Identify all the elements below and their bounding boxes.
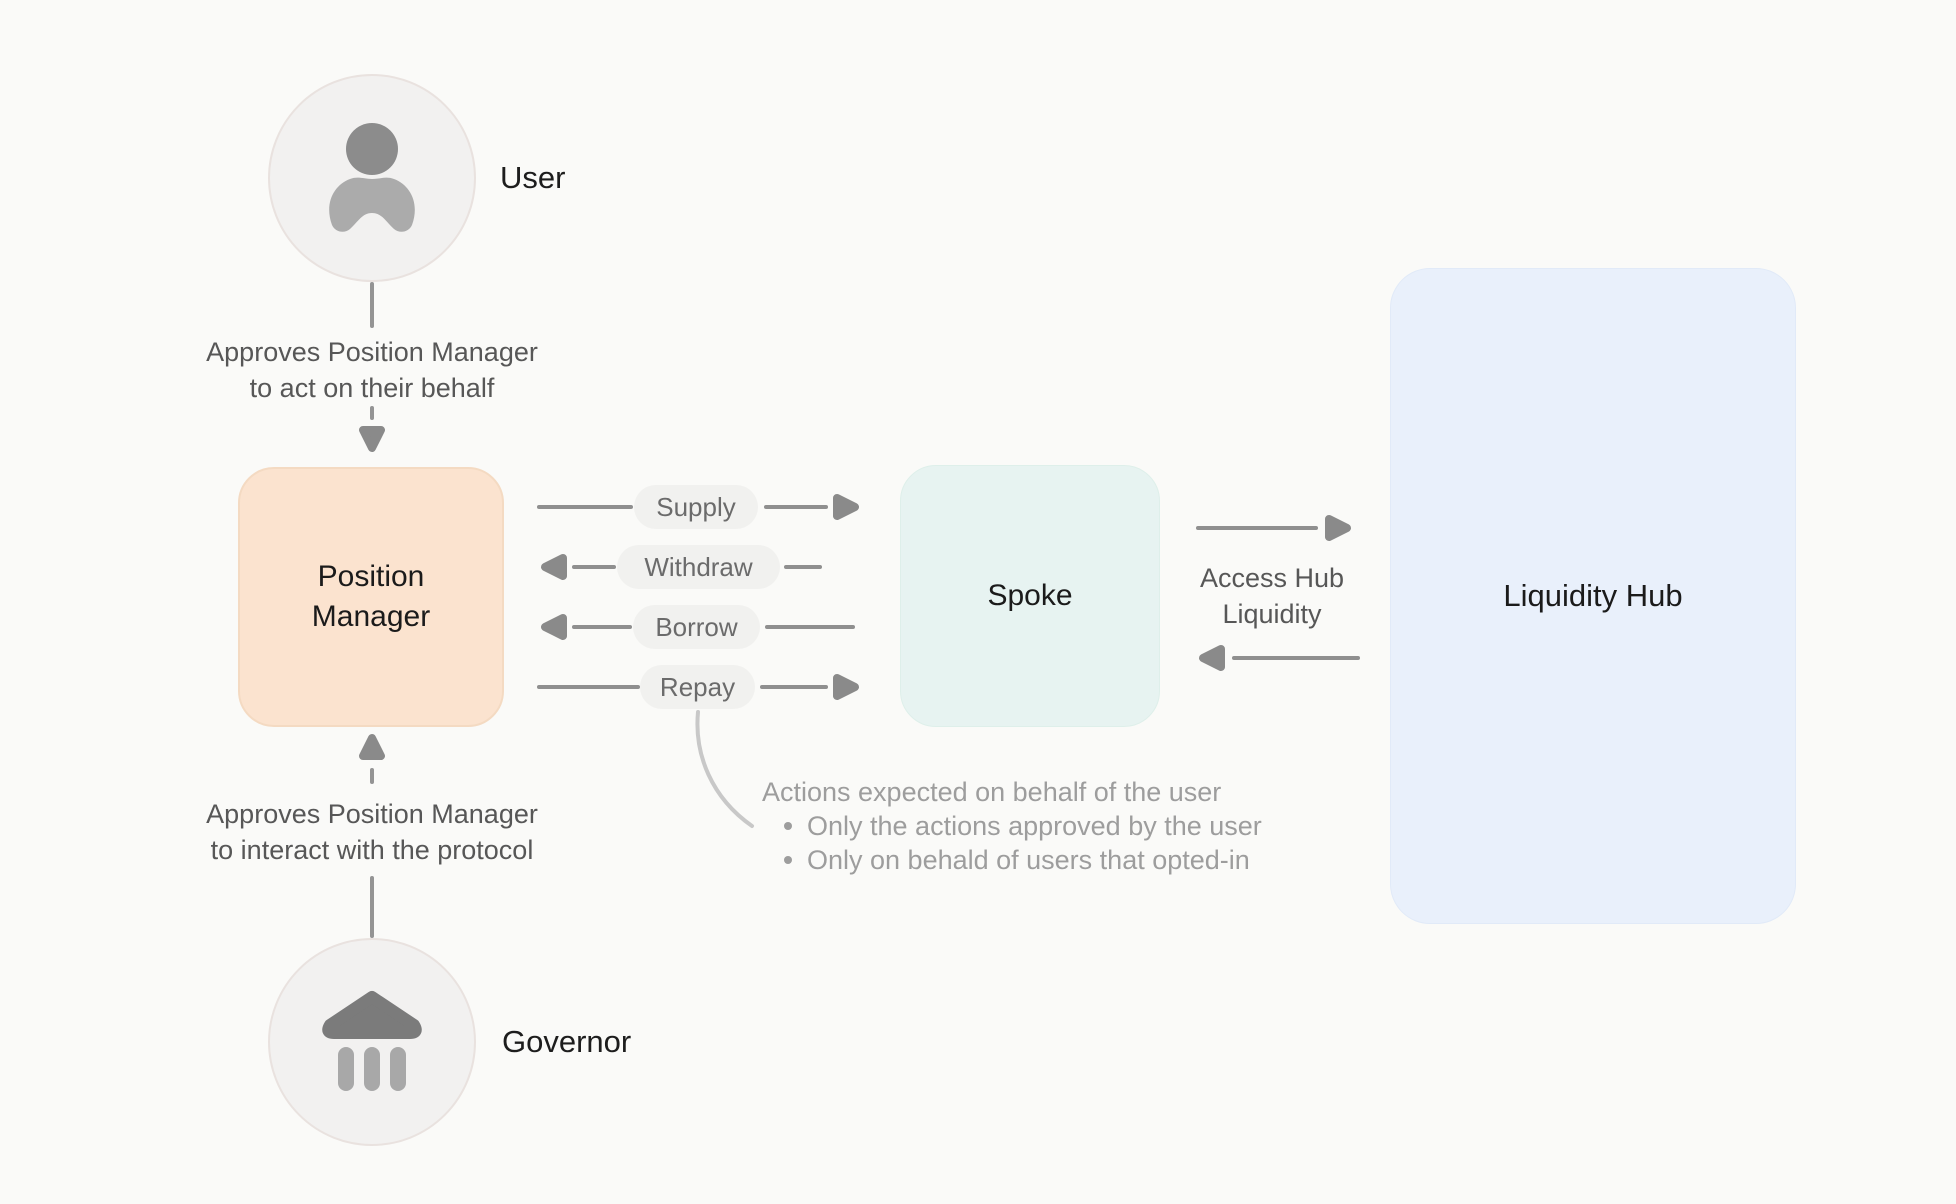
bullet-dot <box>784 822 792 830</box>
position-manager-label-line2: Manager <box>311 600 431 633</box>
arrowhead-left-icon <box>1196 641 1230 675</box>
governor-approval-dash <box>370 768 374 784</box>
annotation-title: Actions expected on behalf of the user <box>762 777 1222 807</box>
annotation-bullet: Only the actions approved by the user <box>784 809 1262 843</box>
action-pill-withdraw: Withdraw <box>617 545 780 589</box>
annotation-bullet-text: Only the actions approved by the user <box>807 810 1262 841</box>
arrowhead-right-icon <box>828 670 862 704</box>
user-node <box>268 74 476 282</box>
repay-label: Repay <box>659 671 736 702</box>
arrowhead-right-icon <box>1320 511 1354 545</box>
bullet-dot <box>784 856 792 864</box>
arrowhead-right-icon <box>828 490 862 524</box>
person-icon <box>320 119 424 237</box>
repay-line-left <box>537 685 640 689</box>
withdraw-label: Withdraw <box>644 551 753 582</box>
annotation-curve <box>695 710 754 828</box>
hub-access-line-left <box>1232 656 1360 660</box>
borrow-line-left <box>572 625 632 629</box>
user-approval-text-line2: to act on their behalf <box>249 373 495 403</box>
repay-line-right <box>760 685 828 689</box>
liquidity-hub-node: Liquidity Hub <box>1390 268 1796 924</box>
bank-icon <box>317 989 427 1095</box>
annotation-bullet-text: Only on behald of users that opted-in <box>807 844 1250 875</box>
arrowhead-down-icon <box>355 421 389 455</box>
arrowhead-left-icon <box>538 610 572 644</box>
borrow-line-right <box>765 625 855 629</box>
governor-label: Governor <box>502 1024 632 1059</box>
user-approval-line <box>370 282 374 328</box>
position-manager-label-line1: Position <box>317 560 425 593</box>
governor-approval-text-line2: to interact with the protocol <box>210 835 534 865</box>
annotation-bullet: Only on behald of users that opted-in <box>784 843 1262 877</box>
spoke-label: Spoke <box>987 579 1073 612</box>
position-manager-node: Position Manager <box>238 467 504 727</box>
supply-label: Supply <box>656 491 736 522</box>
liquidity-hub-label: Liquidity Hub <box>1503 578 1683 613</box>
supply-line-left <box>537 505 633 509</box>
arrowhead-up-icon <box>355 731 389 765</box>
action-pill-borrow: Borrow <box>633 605 760 649</box>
hub-access-text: Access Hub Liquidity <box>1160 560 1384 632</box>
user-approval-text: Approves Position Manager to act on thei… <box>152 334 592 406</box>
withdraw-line-right <box>784 565 822 569</box>
withdraw-line-left <box>572 565 616 569</box>
hub-access-text-line2: Liquidity <box>1222 599 1322 629</box>
hub-access-line-right <box>1196 526 1318 530</box>
governor-approval-text: Approves Position Manager to interact wi… <box>132 796 612 868</box>
action-pill-supply: Supply <box>634 485 758 529</box>
supply-line-right <box>764 505 828 509</box>
user-label: User <box>500 160 566 195</box>
spoke-node: Spoke <box>900 465 1160 727</box>
action-pill-repay: Repay <box>640 665 755 709</box>
hub-access-text-line1: Access Hub <box>1199 563 1345 593</box>
borrow-label: Borrow <box>655 611 738 642</box>
annotation-bullets: Only the actions approved by the user On… <box>784 809 1262 877</box>
arrowhead-left-icon <box>538 550 572 584</box>
user-approval-text-line1: Approves Position Manager <box>206 337 538 367</box>
governor-approval-text-line1: Approves Position Manager <box>206 799 538 829</box>
governor-node <box>268 938 476 1146</box>
user-approval-dash <box>370 406 374 420</box>
governor-approval-line <box>370 876 374 938</box>
